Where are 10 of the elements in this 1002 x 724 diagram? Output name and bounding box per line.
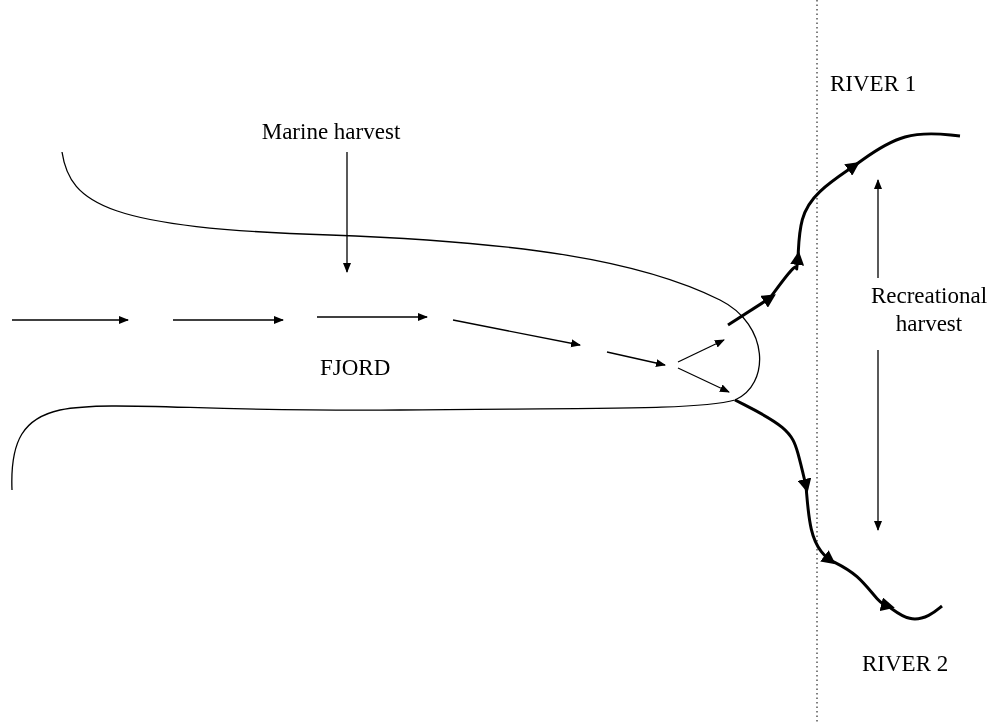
harvest-label: Recreational harvest (869, 282, 989, 338)
harvest-label: Marine harvest (260, 118, 402, 146)
arrow (874, 179, 882, 279)
arrow (343, 151, 351, 273)
arrow (677, 367, 730, 393)
river-name: RIVER 1 (830, 70, 917, 98)
arrow (874, 349, 882, 531)
river-name: RIVER 2 (862, 650, 949, 678)
arrow (677, 339, 725, 363)
place-label: FJORD (320, 354, 391, 382)
